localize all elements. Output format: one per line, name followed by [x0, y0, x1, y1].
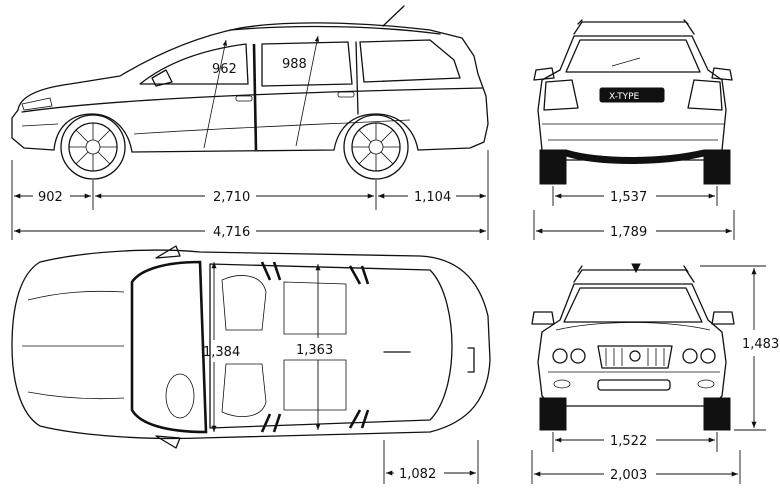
top-right-mirror: [155, 435, 181, 449]
front-view: 1,522 2,003 1,483: [531, 263, 779, 484]
dim-front-shoulder-width: 1,384: [203, 345, 240, 360]
dim-rear-shoulder-width: 1,363: [296, 343, 333, 358]
side-mirror: [151, 69, 173, 87]
side-rear-window: [261, 41, 353, 87]
b-pillar: [252, 43, 258, 151]
rear-view: X-TYPE 1,537 1,789: [533, 19, 735, 240]
dim-wheelbase: 2,710: [213, 190, 250, 205]
side-view: 962 988 902 2,710 1,104 4,716: [11, 5, 489, 240]
front-grille: [597, 345, 673, 369]
front-body-outline: [537, 283, 727, 407]
lower-intake: [597, 379, 671, 391]
front-roof-rails: [573, 265, 695, 283]
headlamp-left-outer: [552, 348, 568, 364]
front-right-mirror: [711, 311, 735, 325]
front-left-mirror: [531, 311, 555, 325]
roof-outline: [209, 263, 453, 429]
bonnet-line: [555, 322, 711, 331]
front-bumper-line: [21, 123, 59, 127]
rear-right-mirror: [711, 67, 733, 81]
top-body-outline: [11, 249, 491, 440]
top-c-pillar-left: [348, 265, 370, 285]
front-seat-right: [221, 363, 267, 417]
dim-rear-track: 1,537: [610, 190, 647, 205]
rear-left-lamp: [543, 79, 579, 111]
side-front-window: [139, 43, 249, 85]
rear-headroom-leader: [295, 35, 320, 147]
headlamp-right-inner: [682, 348, 698, 364]
dim-overall-height: 1,483: [742, 337, 779, 352]
rear-underbody: [565, 149, 705, 164]
rear-left-mirror: [533, 67, 555, 81]
front-door-handle: [235, 95, 253, 102]
rear-right-tyre: [703, 149, 731, 185]
grille-badge: [629, 350, 641, 362]
dim-front-track: 1,522: [610, 434, 647, 449]
rear-right-lamp: [687, 79, 723, 111]
c-pillar: [355, 41, 359, 115]
top-c-pillar-right: [348, 409, 370, 429]
rear-wheel: [343, 114, 409, 180]
side-quarter-window: [359, 39, 461, 83]
top-view: 1,384 1,363 1,082: [11, 245, 491, 484]
fog-lamp-right: [697, 379, 715, 389]
rear-bumper-lines: [542, 123, 724, 141]
grille-slats: [605, 348, 665, 366]
front-wheel: [60, 114, 126, 180]
rear-roof-rails: [573, 19, 695, 35]
headlamp-right-outer: [700, 348, 716, 364]
front-antenna-base: [631, 263, 641, 274]
windshield: [563, 287, 703, 323]
rear-left-tyre: [539, 149, 567, 185]
side-body-outline: [11, 22, 489, 153]
top-left-mirror: [155, 245, 181, 259]
roof-rail: [229, 25, 441, 35]
antenna: [382, 5, 405, 27]
front-seat-left: [221, 275, 267, 331]
side-headlamp: [21, 97, 53, 111]
rear-door-handle: [337, 91, 355, 98]
rear-window: [565, 39, 701, 73]
hood-lines: [22, 290, 125, 400]
front-right-tyre: [703, 397, 731, 431]
top-b-pillar-right: [260, 413, 282, 433]
dim-front-overhang: 902: [38, 190, 63, 205]
rear-plate: [599, 87, 665, 103]
belt-line: [21, 87, 483, 113]
rear-wiper: [611, 57, 641, 67]
rear-plate-text: X-TYPE: [609, 92, 640, 102]
top-b-pillar-left: [260, 261, 282, 281]
headlamp-left-inner: [570, 348, 586, 364]
dim-overall-width: 1,789: [610, 225, 647, 240]
windscreen: [130, 260, 208, 434]
front-left-tyre: [539, 397, 567, 431]
rear-seat-left: [283, 281, 347, 335]
rear-hatch-handle: [467, 347, 475, 373]
side-crease: [133, 119, 411, 135]
dim-rear-overhang: 1,104: [414, 190, 451, 205]
front-headroom-leader: [203, 39, 228, 149]
rear-seat-right: [283, 359, 347, 411]
rear-headroom-label: 988: [282, 57, 307, 72]
steering-wheel: [165, 373, 195, 419]
dim-mirror-width: 2,003: [610, 468, 647, 483]
front-headroom-label: 962: [212, 62, 237, 77]
dim-rear-load-length: 1,082: [399, 467, 436, 482]
dim-overall-length: 4,716: [213, 225, 250, 240]
fog-lamp-left: [553, 379, 571, 389]
